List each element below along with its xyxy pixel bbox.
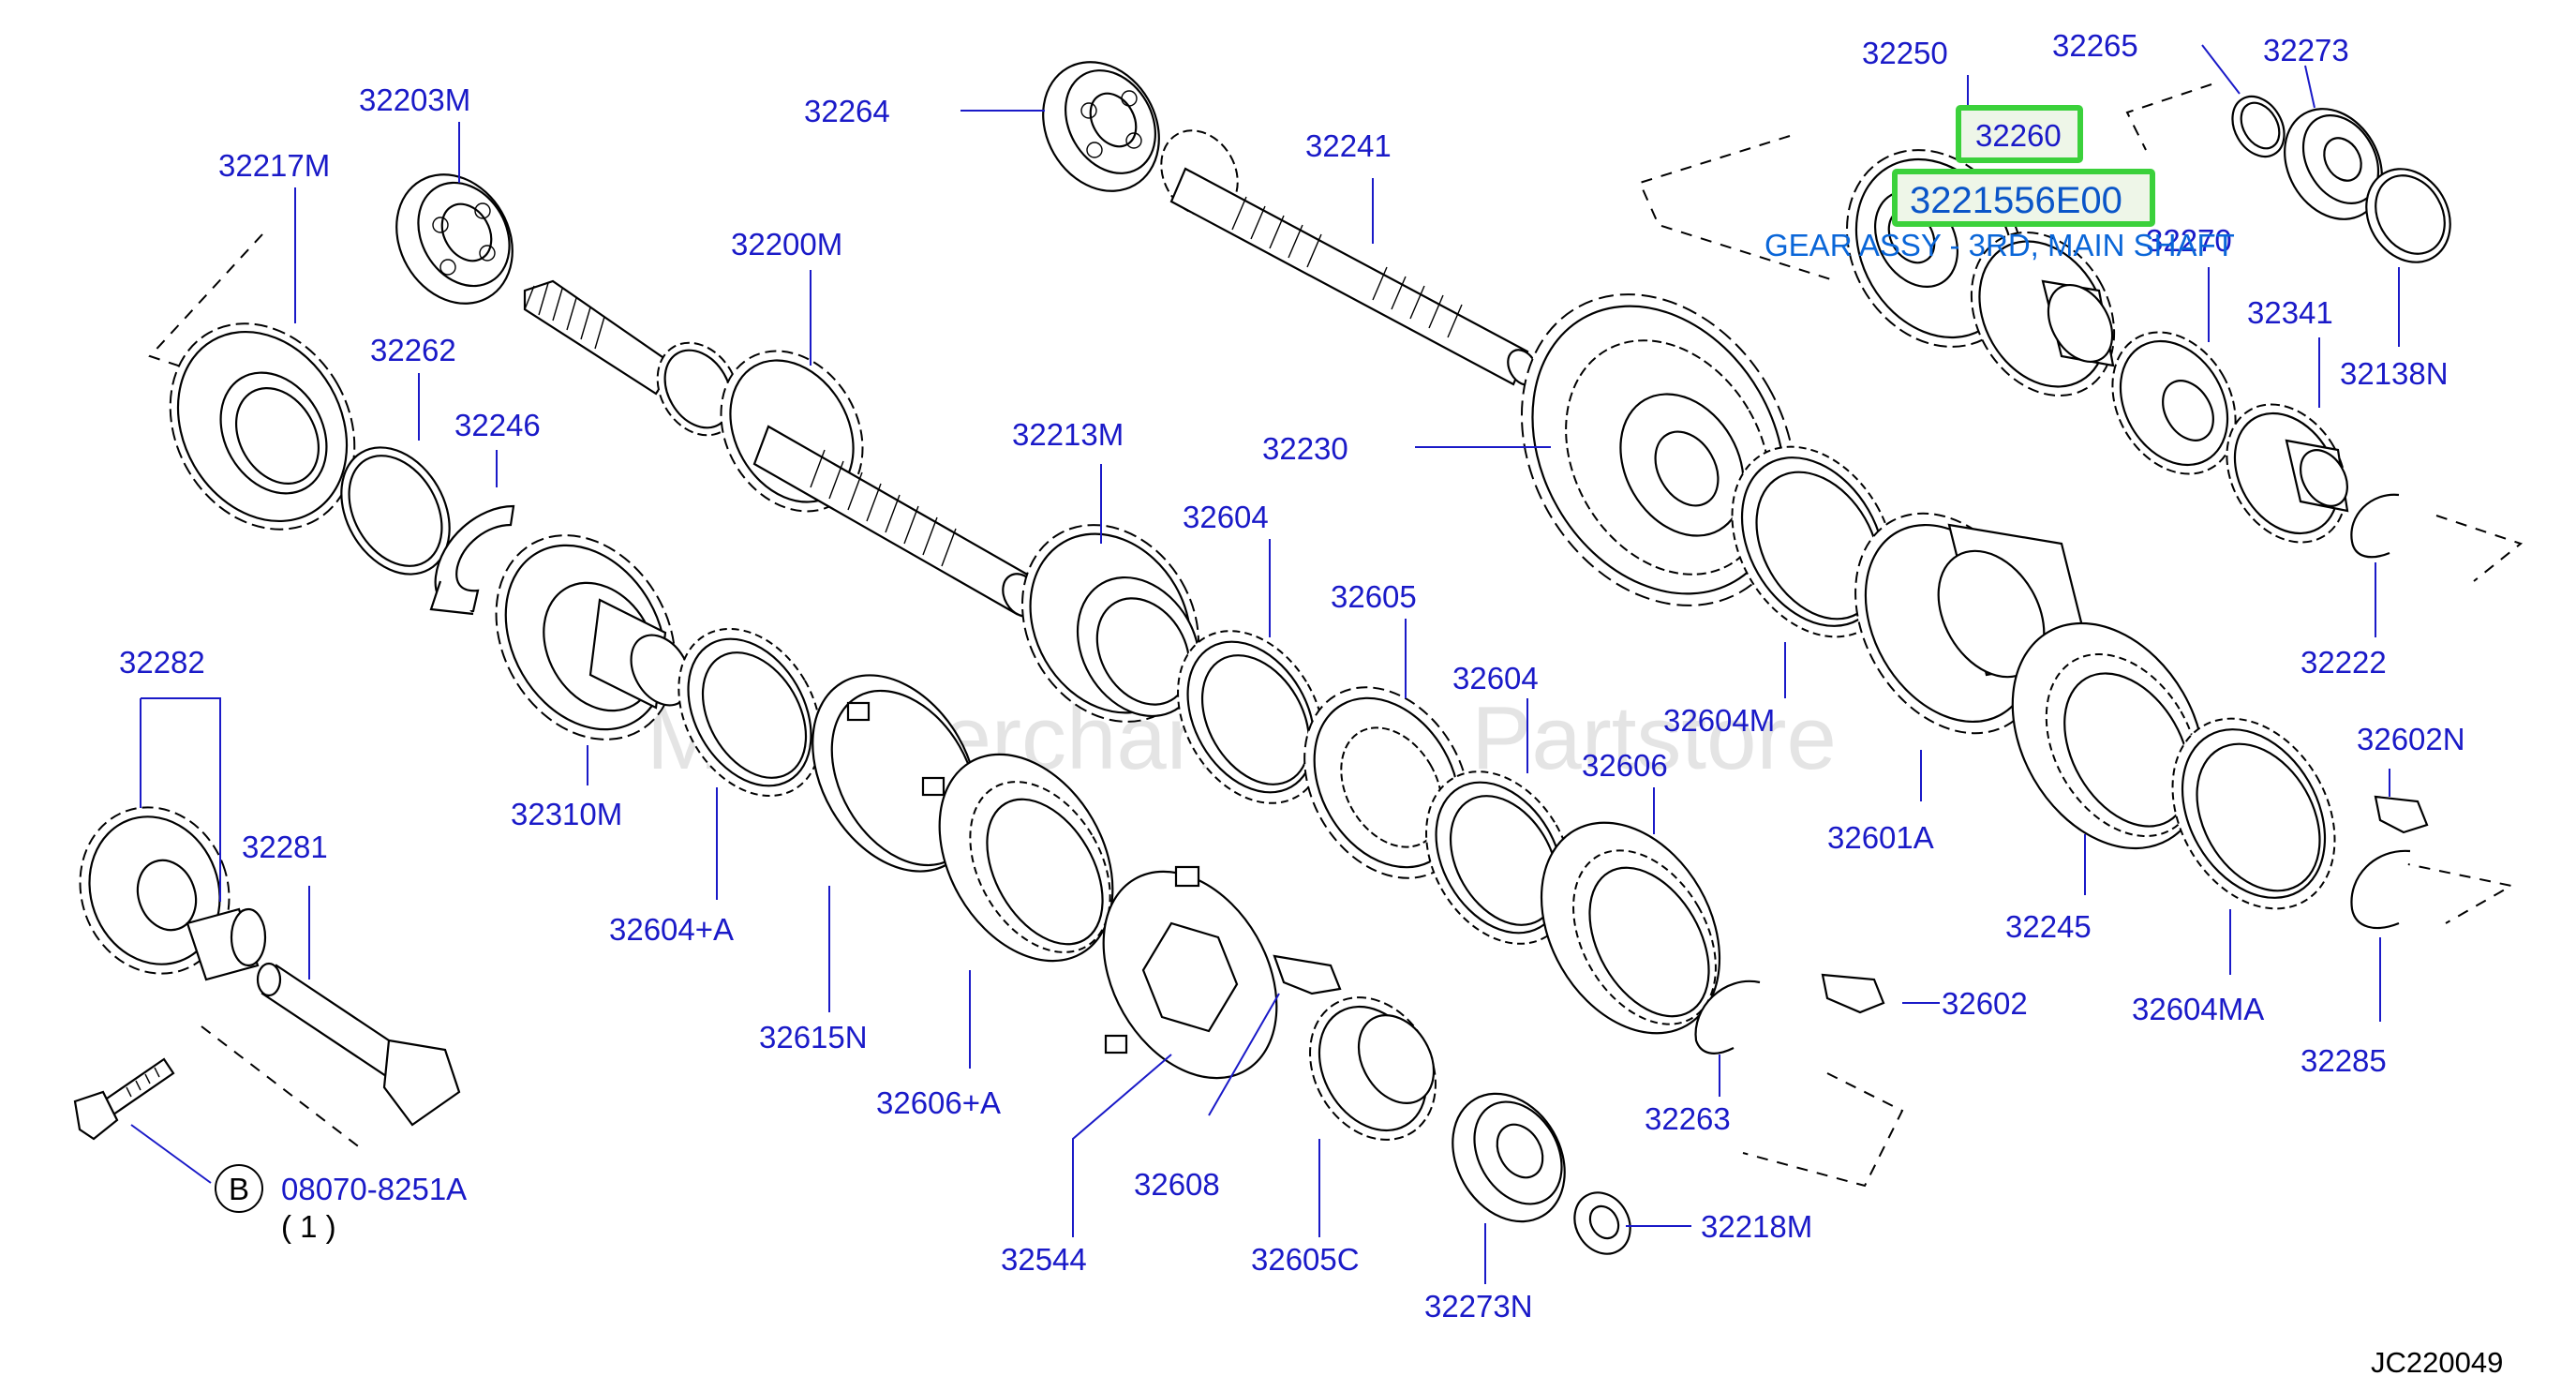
label-32605C[interactable]: 32605C [1251,1242,1360,1277]
label-32615N[interactable]: 32615N [759,1020,868,1054]
circle-b-icon [215,1164,263,1213]
label-32604M[interactable]: 32604M [1663,703,1775,738]
shaft-32241-icon [1160,129,1539,386]
gear-32341-icon [2226,403,2349,544]
gear-32310M-icon [495,534,692,740]
label-32270[interactable]: 32270 [2146,223,2232,258]
bushing-32282-icon [186,907,267,981]
sleeve-32606A-icon [938,753,1114,963]
label-32217M[interactable]: 32217M [218,148,330,183]
label-32262[interactable]: 32262 [370,333,456,367]
gear-32270-icon [2111,331,2237,475]
split-ring-32246-icon [429,504,515,616]
snap-ring-32262-icon [340,446,451,576]
sleeve-32606-icon [1540,821,1721,1035]
label-32241[interactable]: 32241 [1305,128,1392,163]
snap-ring-32222-icon [2350,493,2400,559]
label-32264[interactable]: 32264 [804,94,890,128]
snap-ring-32263-icon [1694,980,1761,1054]
sync-ring-32604MA-icon [2171,717,2336,910]
highlight-description: GEAR ASSY - 3RD, MAIN SHAFT [1764,228,2235,262]
label-32285[interactable]: 32285 [2301,1043,2387,1078]
bearing-32264-icon [1042,61,1160,192]
bolt-part-number[interactable]: 08070-8251A [281,1172,467,1206]
label-32604-upper[interactable]: 32604 [1183,500,1269,534]
label-32250[interactable]: 32250 [1862,36,1948,70]
bearing-32273-icon [2284,108,2383,220]
shaft-32200M-icon [523,279,1041,618]
label-32606A[interactable]: 32606+A [876,1085,1001,1120]
leader-lines [130,44,2400,1284]
label-32605[interactable]: 32605 [1331,579,1417,614]
label-32263[interactable]: 32263 [1645,1101,1731,1136]
label-32218M[interactable]: 32218M [1701,1209,1812,1244]
label-32544[interactable]: 32544 [1001,1242,1087,1277]
ring-32544-icon [1102,865,1278,1080]
label-32604MA[interactable]: 32604MA [2132,992,2264,1026]
label-32604A[interactable]: 32604+A [609,912,734,947]
hub-32605C-icon [1309,996,1437,1141]
label-32273[interactable]: 32273 [2263,33,2349,67]
label-32138N[interactable]: 32138N [2340,356,2449,391]
sync-ring-32604M-icon [1731,445,1896,638]
ring-32265-icon [2231,95,2286,158]
highlight-box-part-number[interactable] [1892,169,2155,227]
label-32265[interactable]: 32265 [2052,28,2138,63]
gear-32230-icon [1520,293,1797,606]
bearing-32273N-icon [1452,1092,1566,1223]
washer-32218M-icon [1573,1191,1631,1255]
gear-32282-icon [79,806,231,975]
part-labels: 32203M 32217M 32264 32241 32200M 32250 3… [119,28,2465,1324]
label-32282[interactable]: 32282 [119,645,205,680]
highlight-part-number[interactable]: 3221556E00 [1910,180,2122,221]
label-32222[interactable]: 32222 [2301,645,2387,680]
label-32606[interactable]: 32606 [1582,748,1668,783]
sync-ring-32604-upper-icon [1177,630,1325,804]
sync-ring-32604A-icon [678,627,822,798]
label-32230[interactable]: 32230 [1262,431,1348,466]
snap-ring-32285-icon [2350,849,2411,930]
label-32273N[interactable]: 32273N [1424,1289,1533,1324]
gear-32260-icon [1970,231,2116,397]
key-32602-icon [1821,973,1885,1014]
washer-32138N-icon [2365,168,2451,263]
bolt-icon [73,1057,175,1141]
label-32602[interactable]: 32602 [1942,986,2028,1021]
hub-32245-icon [2011,621,2206,850]
bolt-reference: B 08070-8251A ( 1 ) [215,1164,467,1244]
label-32200M[interactable]: 32200M [731,227,842,262]
label-32310M[interactable]: 32310M [511,797,622,831]
label-32604-lower[interactable]: 32604 [1452,661,1539,696]
shaft-32281-icon [256,962,461,1127]
label-32203M[interactable]: 32203M [359,82,470,117]
bearing-32203M-icon [395,173,514,305]
label-32602N[interactable]: 32602N [2357,722,2465,756]
label-32245[interactable]: 32245 [2005,909,2092,944]
key-32602N-icon [2374,795,2429,834]
label-32213M[interactable]: 32213M [1012,417,1124,452]
circle-b-letter: B [229,1172,249,1206]
label-32281[interactable]: 32281 [242,830,328,864]
sleeve-32601A-icon [1854,512,2092,735]
highlight-box-part-label[interactable] [1956,105,2083,163]
gear-32213M-icon [1021,524,1201,723]
highlight-part-label[interactable]: 32260 [1975,118,2062,153]
sync-ring-32604-lower-icon [1425,770,1573,945]
diagram-code: JC220049 [2371,1346,2503,1379]
bolt-quantity: ( 1 ) [281,1209,336,1244]
hub-32605-icon [1303,686,1470,879]
label-32341[interactable]: 32341 [2247,295,2333,330]
label-32246[interactable]: 32246 [454,408,541,442]
label-32608[interactable]: 32608 [1134,1167,1220,1202]
key-32608-icon [1273,954,1342,995]
label-32601A[interactable]: 32601A [1827,820,1934,855]
gear-32217M-icon [169,322,356,531]
dashed-group-lines [148,83,2524,1188]
